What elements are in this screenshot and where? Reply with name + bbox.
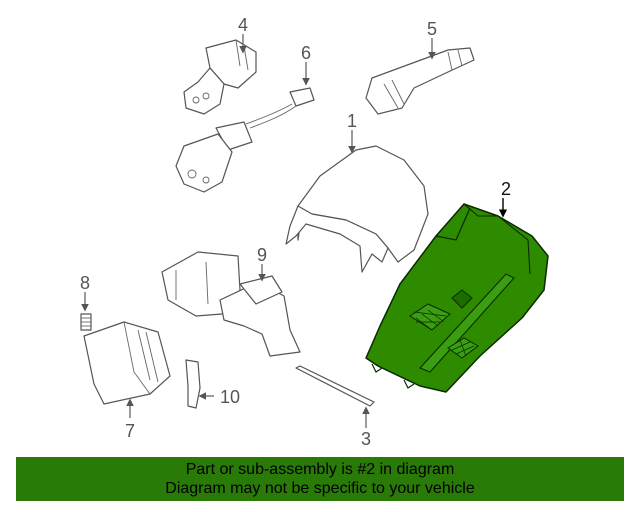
callout-1[interactable]: 1 (347, 111, 357, 131)
callout-8[interactable]: 8 (80, 273, 90, 293)
part-4-switch[interactable] (183, 39, 257, 115)
part-2-lower-cover[interactable] (365, 203, 549, 393)
callout-5[interactable]: 5 (427, 19, 437, 39)
part-7-module[interactable] (83, 321, 171, 405)
part-1-upper-cover[interactable] (285, 145, 429, 273)
part-9-bracket[interactable] (161, 251, 301, 357)
banner-line-disclaimer: Diagram may not be specific to your vehi… (165, 480, 475, 497)
part-6-harness[interactable] (175, 87, 315, 193)
part-5-stalk[interactable] (365, 47, 475, 115)
banner-line-part: Part or sub-assembly is #2 in diagram (185, 461, 455, 478)
callout-7[interactable]: 7 (125, 421, 135, 441)
parts-diagram: 4 5 6 1 2 9 8 10 7 3 (80, 15, 549, 449)
callout-10[interactable]: 10 (220, 387, 240, 407)
callout-4[interactable]: 4 (238, 15, 248, 35)
part-info-banner: Part or sub-assembly is #2 in diagram Di… (16, 457, 624, 501)
part-10-clip[interactable] (185, 359, 201, 409)
callout-3[interactable]: 3 (361, 429, 371, 449)
callout-2[interactable]: 2 (501, 179, 511, 199)
callout-6[interactable]: 6 (301, 43, 311, 63)
callout-9[interactable]: 9 (257, 245, 267, 265)
part-3-strip[interactable] (295, 365, 375, 407)
part-8-screw[interactable] (80, 313, 92, 331)
